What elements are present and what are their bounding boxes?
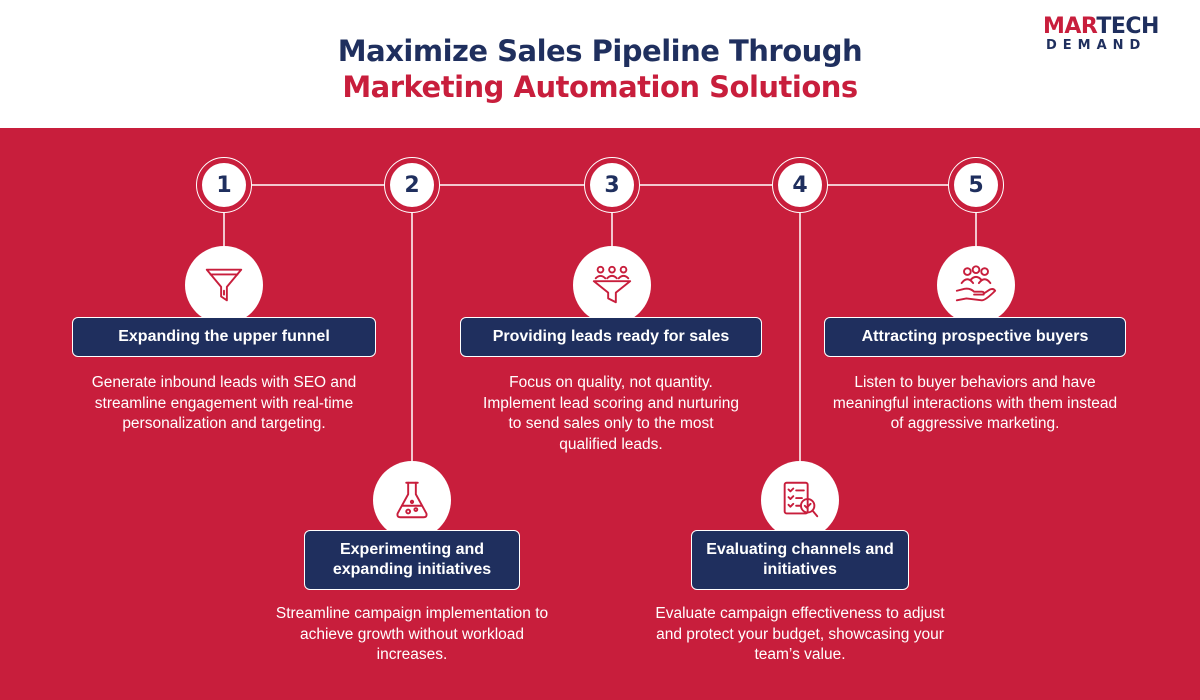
step-2-description: Streamline campaign implementation to ac… <box>275 605 549 663</box>
people-funnel-icon <box>573 246 651 324</box>
step-1-ring <box>196 157 252 213</box>
page-title-line-2: Marketing Automation Solutions <box>342 70 858 104</box>
step-3-ring <box>584 157 640 213</box>
step-3-description: Focus on quality, not quantity. Implemen… <box>483 374 739 453</box>
checklist-magnifier-icon <box>761 461 839 539</box>
step-5-description: Listen to buyer behaviors and have meani… <box>832 374 1118 432</box>
logo-mar: MAR <box>1043 14 1097 39</box>
step-1-description: Generate inbound leads with SEO and stre… <box>91 374 357 432</box>
step-4-number: 4 <box>778 163 822 207</box>
step-1-title: Expanding the upper funnel <box>72 317 376 357</box>
hand-people-icon <box>937 246 1015 324</box>
logo-tech: TECH <box>1096 14 1159 39</box>
step-2-ring <box>384 157 440 213</box>
step-2-number: 2 <box>390 163 434 207</box>
martech-demand-logo: MARTECH DEMAND <box>1043 16 1183 54</box>
step-5-title: Attracting prospective buyers <box>824 317 1126 357</box>
flask-icon <box>373 461 451 539</box>
step-4-title: Evaluating channels and initiatives <box>691 530 909 590</box>
step-5-ring <box>948 157 1004 213</box>
page-title-line-1: Maximize Sales Pipeline Through <box>337 34 863 68</box>
logo-demand: DEMAND <box>1046 38 1147 53</box>
step-4-description: Evaluate campaign effectiveness to adjus… <box>655 605 945 663</box>
step-5-number: 5 <box>954 163 998 207</box>
step-2-title: Experimenting and expanding initiatives <box>304 530 520 590</box>
step-3-number: 3 <box>590 163 634 207</box>
logo-wordmark: MARTECH <box>1043 16 1183 38</box>
step-4-ring <box>772 157 828 213</box>
step-1-number: 1 <box>202 163 246 207</box>
header: Maximize Sales Pipeline Through Marketin… <box>0 0 1200 128</box>
step-3-title: Providing leads ready for sales <box>460 317 762 357</box>
funnel-icon <box>185 246 263 324</box>
